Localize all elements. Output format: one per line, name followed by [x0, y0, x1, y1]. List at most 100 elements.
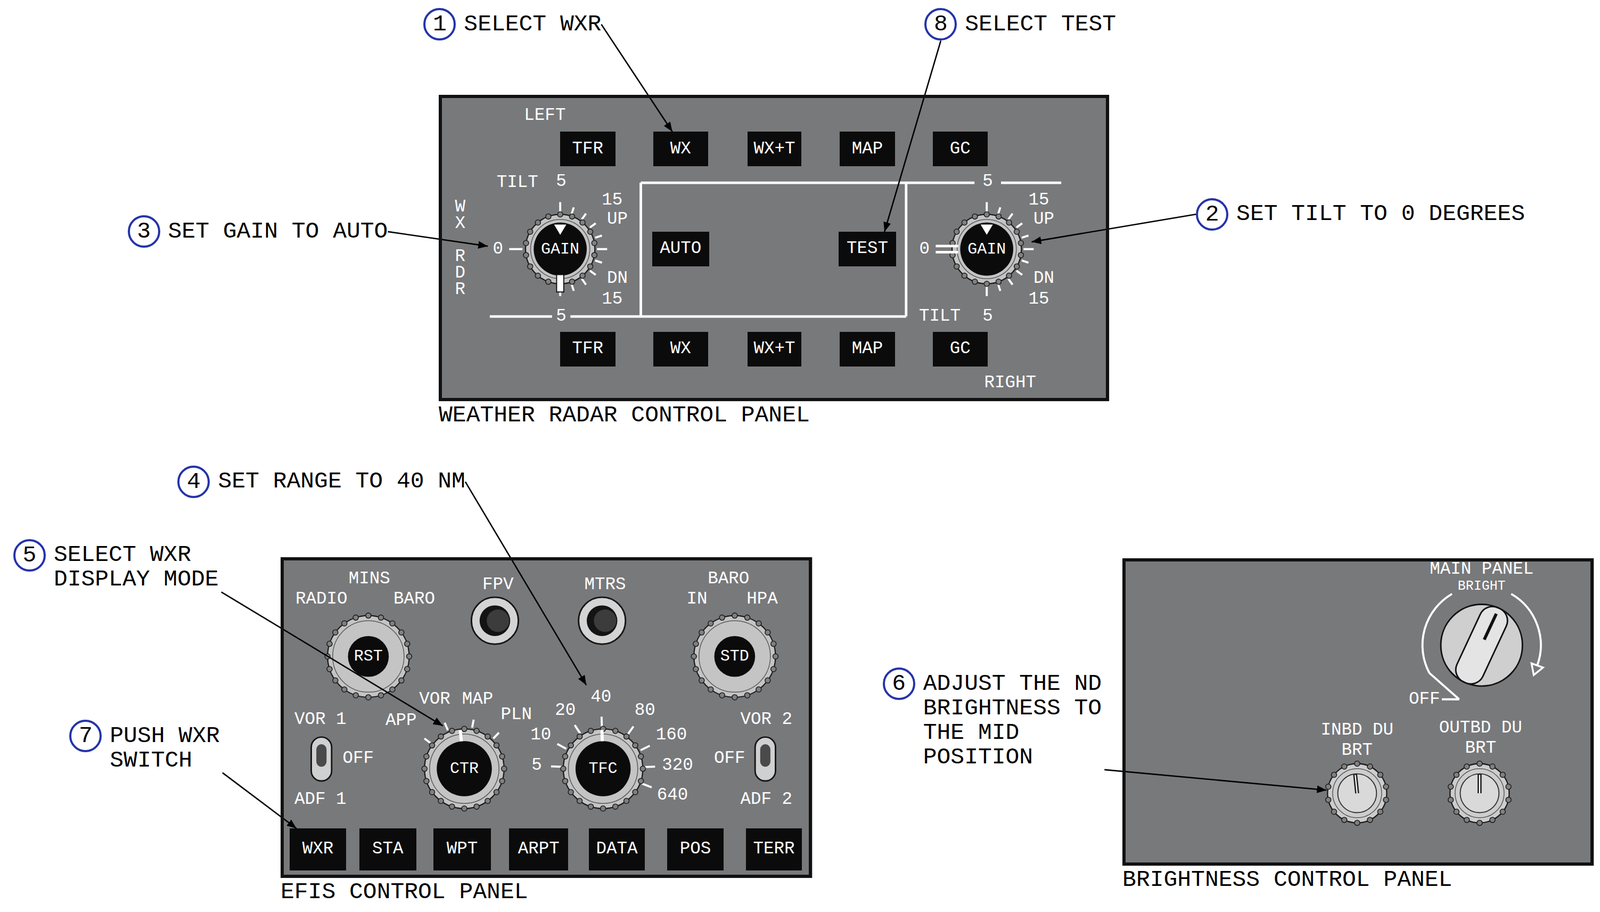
knob-knurl	[632, 789, 638, 795]
panel-label: 80	[634, 701, 656, 720]
knob-knurl	[398, 677, 405, 683]
callout-circle: 1	[423, 7, 456, 41]
knob-knurl	[638, 777, 644, 784]
knob-knurl	[1354, 760, 1360, 766]
knob-knurl	[404, 666, 410, 672]
knob-legend: CTR	[449, 760, 479, 777]
knob-knurl	[341, 620, 348, 626]
scale-tick	[1016, 223, 1023, 228]
knob-knurl	[341, 686, 348, 692]
leader-arrow	[222, 772, 297, 829]
panel-label: 5	[555, 173, 567, 191]
knob-cap	[714, 635, 756, 677]
knob-knurl	[353, 614, 359, 620]
range-tick	[600, 716, 603, 727]
knob-knurl	[1331, 808, 1337, 815]
knob-knurl	[1377, 771, 1383, 777]
knob-knurl	[1489, 816, 1496, 823]
knob-knurl	[591, 252, 597, 258]
button-legend: MAP	[851, 140, 884, 159]
knob-knurl	[535, 273, 541, 279]
button-legend: WX	[670, 340, 692, 358]
panel-label: OFF	[342, 749, 374, 768]
panel-label: UP	[1033, 210, 1055, 229]
button-legend: MAP	[851, 340, 884, 358]
knob-knurl	[1014, 263, 1020, 269]
panel-label: 5	[982, 173, 994, 191]
panel-face	[280, 556, 812, 878]
panel-label: ADF 2	[740, 790, 793, 808]
panel-label: 10	[530, 726, 552, 744]
knob-legend: GAIN	[540, 241, 580, 258]
knob-knurl	[996, 279, 1002, 285]
callout-circle: 5	[13, 538, 46, 572]
knob-knurl	[744, 692, 751, 698]
knob-knurl	[429, 742, 436, 748]
knob-heading: INBD DU BRT	[1319, 719, 1395, 761]
control-panel: RSTSTDCTRTFCWXRSTAWPTARPTDATAPOSTERREFIS…	[280, 556, 812, 878]
knob-cap	[533, 222, 587, 276]
knob-knurl	[406, 653, 413, 659]
knob-knurl	[1018, 252, 1024, 258]
knob-knurl	[577, 733, 583, 740]
knob-knurl	[640, 765, 646, 771]
scale-tick	[985, 201, 988, 212]
knob-knurl	[499, 753, 505, 759]
knob-knurl	[719, 692, 725, 698]
knob-cap	[575, 740, 631, 796]
knob-body	[1449, 762, 1509, 823]
knob-knurl	[624, 733, 630, 740]
panel-label: BARO	[393, 590, 436, 609]
callout-circle: 2	[1195, 198, 1229, 231]
callout-number: 2	[1205, 202, 1220, 226]
push-button: TEST	[838, 231, 896, 267]
panel-label: FPV	[482, 576, 514, 594]
knob-cap	[960, 222, 1014, 276]
knob-knurl	[332, 629, 339, 635]
knob-knurl	[1367, 816, 1373, 823]
panel-line	[570, 315, 907, 318]
knob-knurl	[429, 789, 436, 795]
knob-knurl	[365, 612, 372, 619]
callout-number: 7	[78, 724, 93, 748]
scale-tick	[985, 285, 988, 297]
scale-tick	[596, 248, 607, 251]
panel-label: OFF	[1408, 690, 1441, 709]
knob-knurl	[1464, 816, 1470, 823]
panel-label: 0	[919, 240, 931, 258]
knob-knurl	[983, 281, 990, 287]
knob-knurl	[1383, 796, 1389, 802]
knob-knurl	[579, 273, 586, 279]
push-button: WPT	[433, 827, 491, 871]
panel-label: DN	[1033, 269, 1055, 288]
switch-lever	[316, 743, 327, 767]
panel-label: 20	[554, 701, 576, 720]
scale-tick	[581, 278, 587, 285]
knob-body	[424, 728, 504, 808]
scale-tick	[589, 270, 596, 275]
panel-label: 5	[531, 756, 543, 775]
knob-knurl	[535, 219, 541, 226]
panel-line	[641, 181, 975, 185]
callout: 1 SELECT WXR	[423, 7, 602, 41]
knob-knurl	[1325, 796, 1332, 802]
push-button: STA	[359, 827, 417, 871]
panel-label: MAP	[462, 690, 494, 709]
panel-label: DN	[606, 269, 628, 288]
panel-label: APP	[385, 711, 417, 730]
panel-caption: BRIGHTNESS CONTROL PANEL	[1122, 867, 1452, 891]
knob-knurl	[1325, 783, 1332, 790]
panel-label: RIGHT	[984, 373, 1037, 392]
knob-knurl	[438, 798, 444, 804]
panel-label: IN	[686, 590, 708, 609]
panel-label: 160	[655, 726, 688, 744]
knob-handle	[1451, 601, 1512, 688]
knob-knurl	[461, 725, 467, 732]
panel-line	[1000, 181, 1062, 185]
knob-knurl	[1505, 783, 1512, 790]
button-legend: ARPT	[518, 840, 560, 858]
panel-label: 5	[555, 307, 567, 326]
button-legend: WX+T	[753, 140, 796, 159]
knob-legend: RST	[354, 647, 383, 664]
callout-text: SELECT WXR	[463, 12, 602, 37]
